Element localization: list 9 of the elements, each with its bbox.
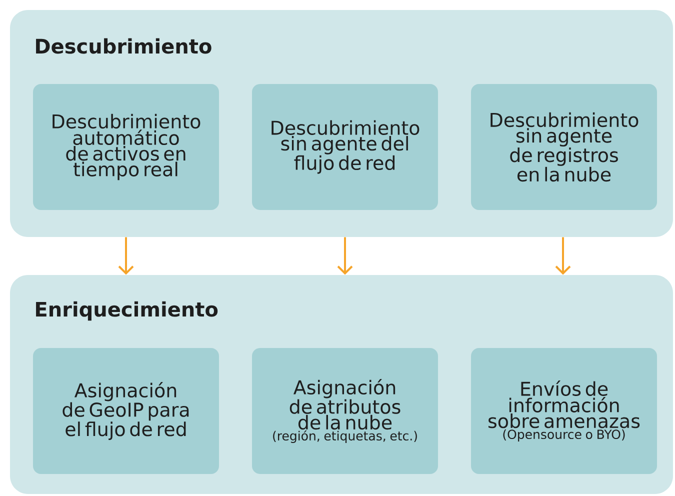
process-box: Asignación de GeoIP para el flujo de red — [33, 348, 219, 474]
process-box: Descubrimiento automático de activos en tiempo real — [33, 84, 219, 210]
process-box: Descubrimiento sin agente del flujo de red — [252, 84, 438, 210]
process-box: Descubrimiento sin agente de registros en la nube — [471, 84, 657, 210]
arrow — [118, 237, 134, 275]
process-box: Asignación de atributos de la nube (región, etiquetas, etc.) — [252, 348, 438, 474]
process-box: Envíos de información sobre amenazas (Opensource o BYO) — [471, 348, 657, 474]
arrow — [337, 237, 353, 275]
arrow — [555, 237, 571, 275]
